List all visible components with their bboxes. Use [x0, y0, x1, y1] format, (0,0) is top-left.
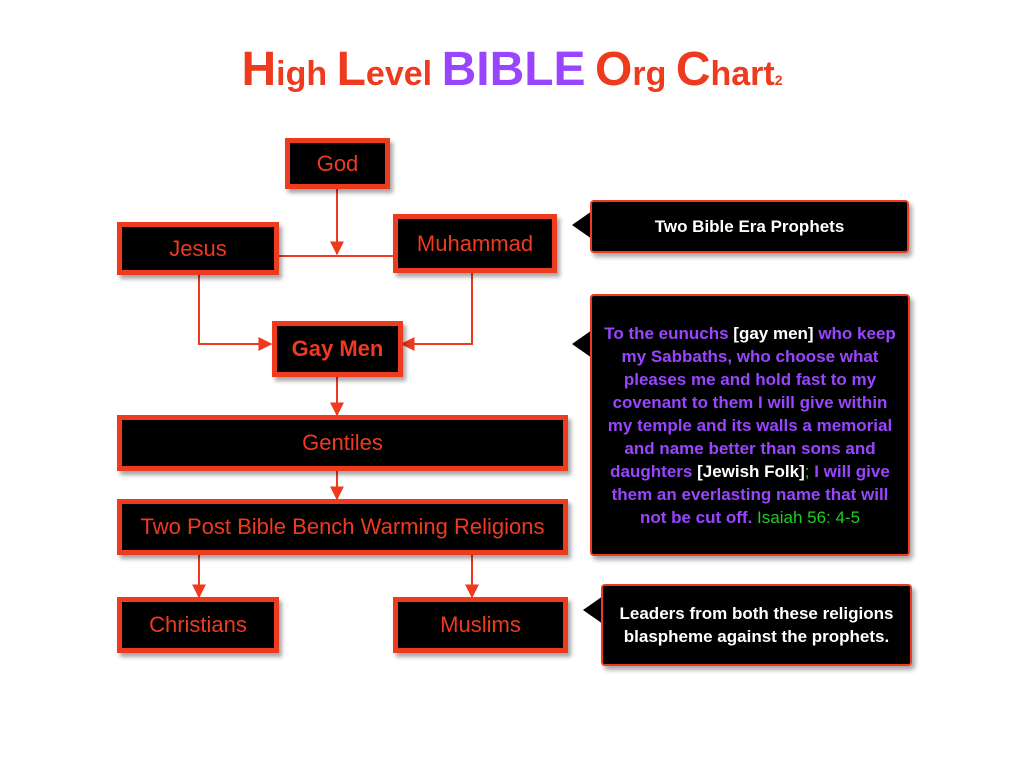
- node-muhammad-label: Muhammad: [416, 230, 534, 256]
- quote-bracket1: [gay men]: [733, 323, 814, 343]
- callout-prophets-pointer: [572, 211, 592, 239]
- connector-jesus-gaymen: [198, 273, 273, 351]
- callout-quote: To the eunuchs [gay men] who keep my Sab…: [590, 294, 910, 556]
- node-muhammad: Muhammad: [393, 214, 557, 273]
- callout-leaders: Leaders from both these religions blasph…: [601, 584, 912, 666]
- callout-leaders-text: Leaders from both these religions blasph…: [619, 604, 894, 646]
- title-bible: BIBLE: [441, 43, 586, 96]
- title-h-cap: H: [241, 43, 277, 96]
- callout-quote-text: To the eunuchs [gay men] who keep my Sab…: [600, 322, 900, 529]
- node-jesus-label: Jesus: [169, 235, 227, 261]
- callout-prophets: Two Bible Era Prophets: [590, 200, 909, 253]
- node-christians: Christians: [117, 597, 279, 653]
- title-l-rest: evel: [365, 55, 433, 93]
- node-jesus: Jesus: [117, 222, 279, 275]
- title-c-rest: hart: [710, 55, 775, 93]
- title-c-cap: C: [675, 43, 711, 96]
- title-l-cap: L: [336, 43, 366, 96]
- node-post-bible-religions: Two Post Bible Bench Warming Religions: [117, 499, 568, 555]
- quote-part1: To the eunuchs: [604, 323, 734, 343]
- node-gentiles-label: Gentiles: [302, 430, 383, 455]
- node-post-bible-label: Two Post Bible Bench Warming Religions: [140, 514, 545, 539]
- title-h-rest: igh: [276, 55, 328, 93]
- node-god: God: [285, 138, 390, 189]
- quote-part2: who keep my Sabbaths, who choose what pl…: [607, 323, 896, 481]
- title-o-cap: O: [595, 43, 633, 96]
- node-gay-men-label: Gay Men: [291, 336, 384, 361]
- connector-muhammad-gaymen: [400, 271, 473, 351]
- callout-quote-pointer: [572, 330, 592, 358]
- callout-leaders-pointer: [583, 596, 603, 624]
- node-god-label: God: [316, 150, 359, 176]
- quote-citation: Isaiah 56: 4-5: [752, 507, 861, 527]
- node-muslims-label: Muslims: [440, 612, 521, 637]
- node-gay-men: Gay Men: [272, 321, 403, 377]
- page-title: High Level BIBLE Org Chart2: [0, 46, 1024, 94]
- title-suffix: 2: [774, 72, 783, 88]
- quote-semicolon: ;: [804, 461, 810, 481]
- node-muslims: Muslims: [393, 597, 568, 653]
- node-christians-label: Christians: [149, 612, 247, 637]
- quote-bracket2: [Jewish Folk]: [697, 461, 805, 481]
- callout-prophets-text: Two Bible Era Prophets: [654, 216, 845, 236]
- node-gentiles: Gentiles: [117, 415, 568, 471]
- quote-part3: I will give them an everlasting name tha…: [611, 461, 890, 527]
- title-o-rest: rg: [632, 55, 667, 93]
